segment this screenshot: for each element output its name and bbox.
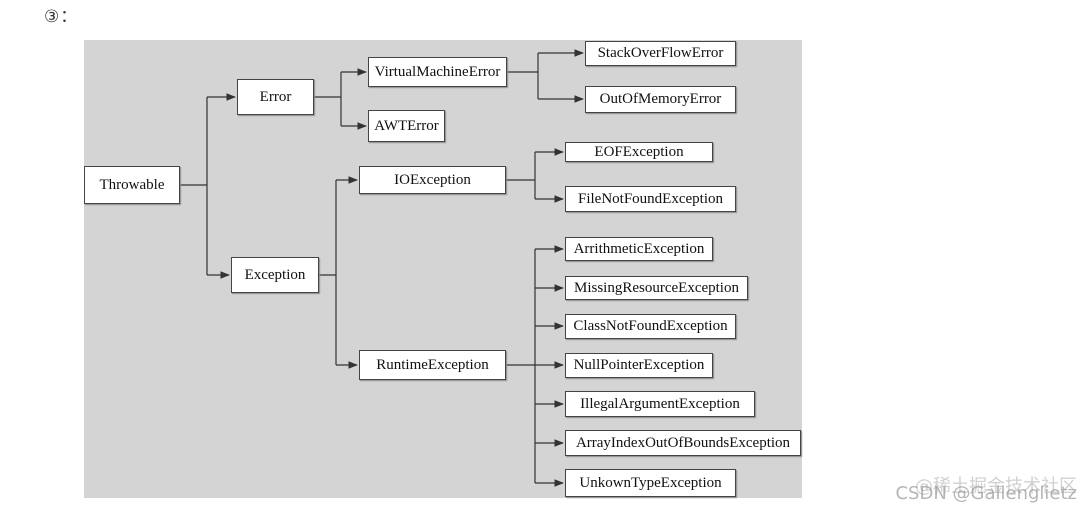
- node-arithmetic-exception: ArrithmeticException: [565, 237, 713, 261]
- section-marker: ③：: [44, 7, 79, 26]
- watermark-text: CSDN @Gallenglietz: [895, 483, 1077, 504]
- node-io-exception: IOException: [359, 166, 506, 194]
- node-awt-error: AWTError: [368, 110, 445, 142]
- node-array-index-out-of-bounds-exception: ArrayIndexOutOfBoundsException: [565, 430, 801, 456]
- node-unknown-type-exception: UnkownTypeException: [565, 469, 736, 497]
- node-file-not-found-exception: FileNotFoundException: [565, 186, 736, 212]
- node-exception: Exception: [231, 257, 319, 293]
- node-out-of-memory-error: OutOfMemoryError: [585, 86, 736, 113]
- node-illegal-argument-exception: IllegalArgumentException: [565, 391, 755, 417]
- node-runtime-exception: RuntimeException: [359, 350, 506, 380]
- watermark: CSDN @Gallenglietz @稀土掘金技术社区: [895, 476, 1077, 504]
- node-null-pointer-exception: NullPointerException: [565, 353, 713, 378]
- node-stack-overflow-error: StackOverFlowError: [585, 41, 736, 66]
- watermark-overlay: @稀土掘金技术社区: [915, 476, 1077, 497]
- node-missing-resource-exception: MissingResourceException: [565, 276, 748, 300]
- node-class-not-found-exception: ClassNotFoundException: [565, 314, 736, 339]
- node-error: Error: [237, 79, 314, 115]
- node-eof-exception: EOFException: [565, 142, 713, 162]
- node-virtual-machine-error: VirtualMachineError: [368, 57, 507, 87]
- node-throwable: Throwable: [84, 166, 180, 204]
